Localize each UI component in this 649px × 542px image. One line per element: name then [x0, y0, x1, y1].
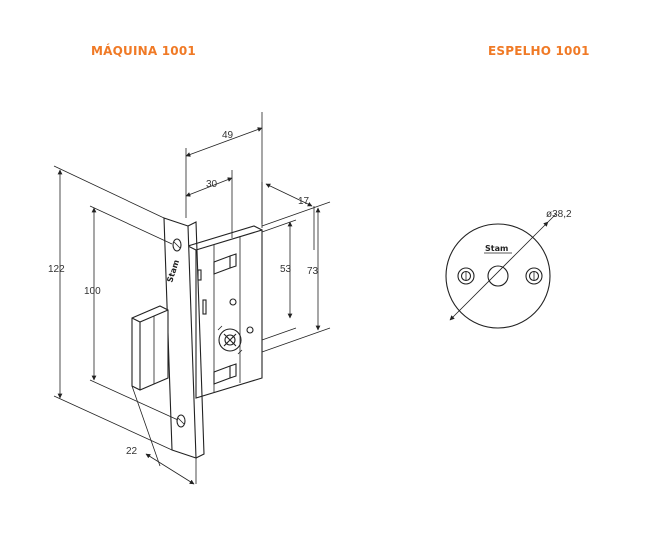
dim-line-22 — [145, 453, 195, 485]
dim-label-122: 122 — [48, 264, 65, 275]
dim-line-49 — [185, 127, 263, 157]
dimensions-maquina: 49 30 17 53 73 122 100 22 — [48, 112, 331, 485]
dim-label-53: 53 — [280, 264, 292, 275]
screw-hole — [246, 326, 254, 334]
title-maquina: MÁQUINA 1001 — [91, 44, 196, 58]
latch-tab-top-side — [229, 253, 237, 269]
escutcheon: Stam ø38,2 — [445, 209, 572, 329]
follower-hub — [218, 328, 242, 352]
screw-hole — [229, 298, 237, 306]
escutcheon-logo: Stam — [485, 244, 508, 253]
latch-bolt — [131, 305, 169, 391]
faceplate — [163, 217, 197, 459]
dim-leader — [547, 213, 557, 223]
title-espelho: ESPELHO 1001 — [488, 44, 590, 58]
follower-cross — [223, 333, 237, 347]
faceplate-screw-bottom — [176, 414, 186, 428]
follower-core — [224, 334, 236, 346]
faceplate-side — [187, 221, 205, 459]
dim-label-17: 17 — [298, 196, 310, 207]
extension-line — [261, 201, 331, 353]
follower-detail — [217, 325, 243, 355]
case-slot — [202, 299, 207, 315]
dim-line-30 — [185, 177, 233, 197]
dim-label-100: 100 — [84, 286, 101, 297]
dim-label-30: 30 — [206, 179, 218, 190]
dim-label-49: 49 — [222, 130, 234, 141]
extension-line — [261, 219, 297, 341]
extension-line — [131, 385, 197, 484]
lock-body: Stam — [131, 217, 263, 459]
escutcheon-center-hole — [487, 265, 509, 287]
screw-slot — [173, 241, 181, 249]
latch-tab-bottom-side — [229, 363, 237, 379]
dim-line-diameter — [449, 221, 549, 321]
lock-case-top — [186, 225, 263, 251]
dim-line-17 — [265, 183, 313, 207]
extension-line — [261, 182, 315, 250]
extension-line — [89, 205, 179, 421]
dim-label-diameter: ø38,2 — [546, 209, 572, 220]
extension-line — [53, 165, 173, 451]
dim-label-22: 22 — [126, 446, 138, 457]
faceplate-screw-top — [172, 238, 182, 252]
dim-label-73: 73 — [307, 266, 319, 277]
screw-slot — [177, 417, 185, 425]
